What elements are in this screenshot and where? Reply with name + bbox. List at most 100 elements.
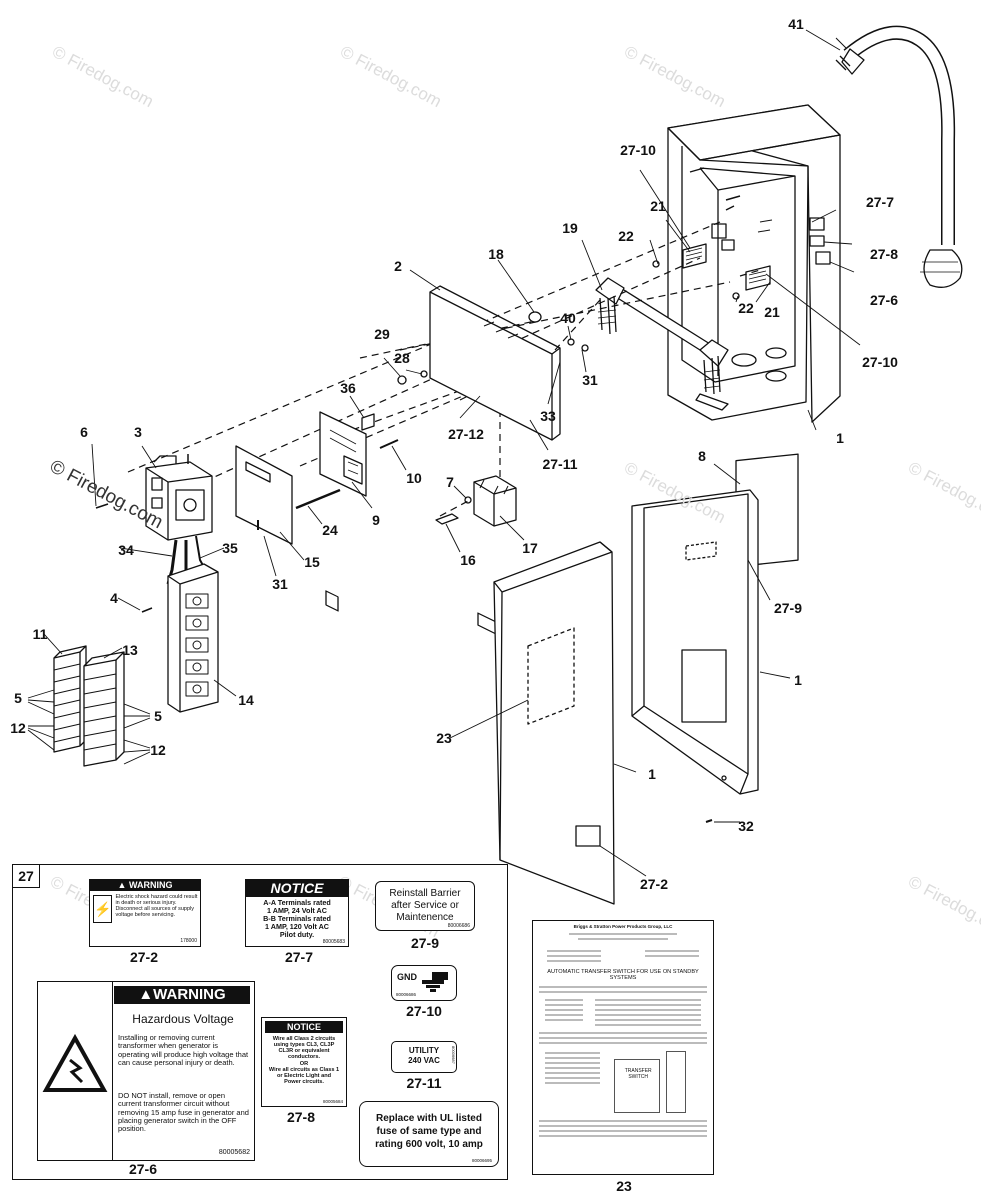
breaker-stack-right: [83, 651, 125, 767]
callout-31: 31: [272, 576, 288, 592]
callout-1: 1: [648, 766, 656, 782]
callout-21: 21: [650, 198, 666, 214]
utility-code: 80006687: [451, 1046, 456, 1064]
controller-module-3: [95, 454, 213, 541]
legend-tag: 27: [13, 865, 40, 888]
terminal-strip-14: [141, 563, 219, 713]
callout-32: 32: [738, 818, 754, 834]
callout-27-11: 27-11: [542, 456, 578, 472]
decal-27-6: ▲WARNING Hazardous Voltage Installing or…: [37, 981, 255, 1161]
callout-11: 11: [32, 626, 48, 642]
callout-27-8: 27-8: [869, 246, 899, 262]
decal-27-11: UTILITY 240 VAC 80006687: [391, 1041, 457, 1073]
caption-27-6: 27-6: [128, 1161, 158, 1177]
callout-27-12: 27-12: [448, 426, 484, 442]
callout-13: 13: [122, 642, 138, 658]
neutral-bracket: [595, 243, 771, 411]
callout-5: 5: [14, 690, 22, 706]
manual-card-23: Briggs & Stratton Power Products Group, …: [532, 920, 714, 1175]
notice2-line: using types CL3, CL3P: [273, 1042, 335, 1049]
cover-plate-15: [235, 445, 341, 545]
reinstall-code: 80006686: [447, 922, 470, 929]
callout-5: 5: [154, 708, 162, 724]
manual-company: Briggs & Stratton Power Products Group, …: [573, 924, 673, 929]
callout-27-9: 27-9: [773, 600, 803, 616]
notice2-line: conductors.: [287, 1054, 320, 1061]
notice2-line: or Electric Light and: [276, 1072, 332, 1079]
control-board-9: [319, 411, 399, 612]
warning-small-code: 178000: [180, 937, 197, 944]
warning-large-title: Hazardous Voltage: [132, 1012, 234, 1026]
utility-line: UTILITY: [408, 1046, 440, 1055]
fuse-holder-17: [435, 475, 517, 527]
conduit-41: [835, 25, 963, 288]
warning-large-text2: DO NOT install, remove or open current t…: [118, 1091, 249, 1133]
enclosure-box: [667, 104, 841, 423]
notice-line: A-A Terminals rated: [263, 898, 331, 907]
barrier-plate-2: [429, 285, 561, 635]
breaker-leader-lines: [27, 689, 151, 765]
callout-24: 24: [322, 522, 338, 538]
callout-17: 17: [522, 540, 538, 556]
callout-28: 28: [394, 350, 410, 366]
warning-small-text: Electric shock hazard could result in de…: [115, 894, 198, 919]
caption-27-10: 27-10: [406, 1003, 442, 1019]
front-door: [493, 541, 615, 905]
callout-7: 7: [446, 474, 454, 490]
callout-41: 41: [788, 16, 804, 32]
notice2-line: CL3R or equivalent: [278, 1048, 330, 1055]
callout-1: 1: [794, 672, 802, 688]
replace-code: 80006695: [471, 1158, 492, 1164]
callout-22: 22: [618, 228, 634, 244]
warning-triangle-icon: ▲: [117, 880, 129, 890]
utility-line: 240 VAC: [408, 1056, 440, 1066]
callout-9: 9: [372, 512, 380, 528]
callout-31: 31: [582, 372, 598, 388]
notice2-line: Wire all circuits as Class 1: [268, 1066, 340, 1073]
callout-1: 1: [836, 430, 844, 446]
notice-line: 1 AMP, 24 Volt AC: [267, 905, 327, 915]
caption-27-9: 27-9: [410, 935, 440, 951]
callout-6: 6: [80, 424, 88, 440]
caption-27-8: 27-8: [286, 1109, 316, 1125]
breaker-stack-left: [53, 645, 87, 753]
caption-27-7: 27-7: [284, 949, 314, 965]
callout-3: 3: [134, 424, 142, 440]
dead-front-panel: [631, 489, 759, 823]
replace-line: fuse of same type and: [376, 1126, 482, 1137]
warning-triangle-icon: ▲: [138, 986, 154, 1003]
notice2-line: OR: [299, 1060, 309, 1067]
callout-27-7: 27-7: [865, 194, 895, 210]
callout-4: 4: [110, 590, 118, 606]
callout-34: 34: [118, 542, 134, 558]
decal-27-10: GND 80006686: [391, 965, 457, 1001]
callout-22: 22: [738, 300, 754, 316]
decal-legend: 27 ▲ WARNING ⚡ Electric shock hazard cou…: [12, 864, 508, 1180]
warning-large-code: 80005682: [218, 1149, 250, 1157]
transfer-switch-label: TRANSFER SWITCH: [624, 1068, 652, 1080]
reinstall-text: Reinstall Barrier after Service or Maint…: [389, 888, 461, 923]
small-hardware: [361, 260, 740, 431]
caption-23: 23: [616, 1178, 632, 1194]
callout-18: 18: [488, 246, 504, 262]
callout-27-2: 27-2: [639, 876, 669, 892]
callout-23: 23: [436, 730, 452, 746]
warning-large-head: ▲WARNING: [114, 986, 250, 1004]
gnd-text: GND: [397, 972, 417, 982]
caption-27-11: 27-11: [406, 1075, 442, 1091]
ground-symbol-icon: [420, 972, 450, 994]
callout-15: 15: [304, 554, 320, 570]
callout-29: 29: [374, 326, 390, 342]
notice2-line: Wire all Class 2 circuits: [272, 1036, 336, 1042]
callout-10: 10: [406, 470, 422, 486]
notice-line: B-B Terminals rated: [263, 913, 331, 923]
callout-19: 19: [562, 220, 578, 236]
caption-27-2: 27-2: [129, 949, 159, 965]
callout-12: 12: [150, 742, 166, 758]
replace-line: rating 600 volt, 10 amp: [375, 1139, 483, 1150]
notice-line: Pilot duty.: [279, 929, 315, 939]
notice-line: 1 AMP, 120 Volt AC: [265, 921, 329, 931]
decal-27-9: Reinstall Barrier after Service or Maint…: [375, 881, 475, 931]
manual-heading: AUTOMATIC TRANSFER SWITCH FOR USE ON STA…: [547, 968, 699, 982]
